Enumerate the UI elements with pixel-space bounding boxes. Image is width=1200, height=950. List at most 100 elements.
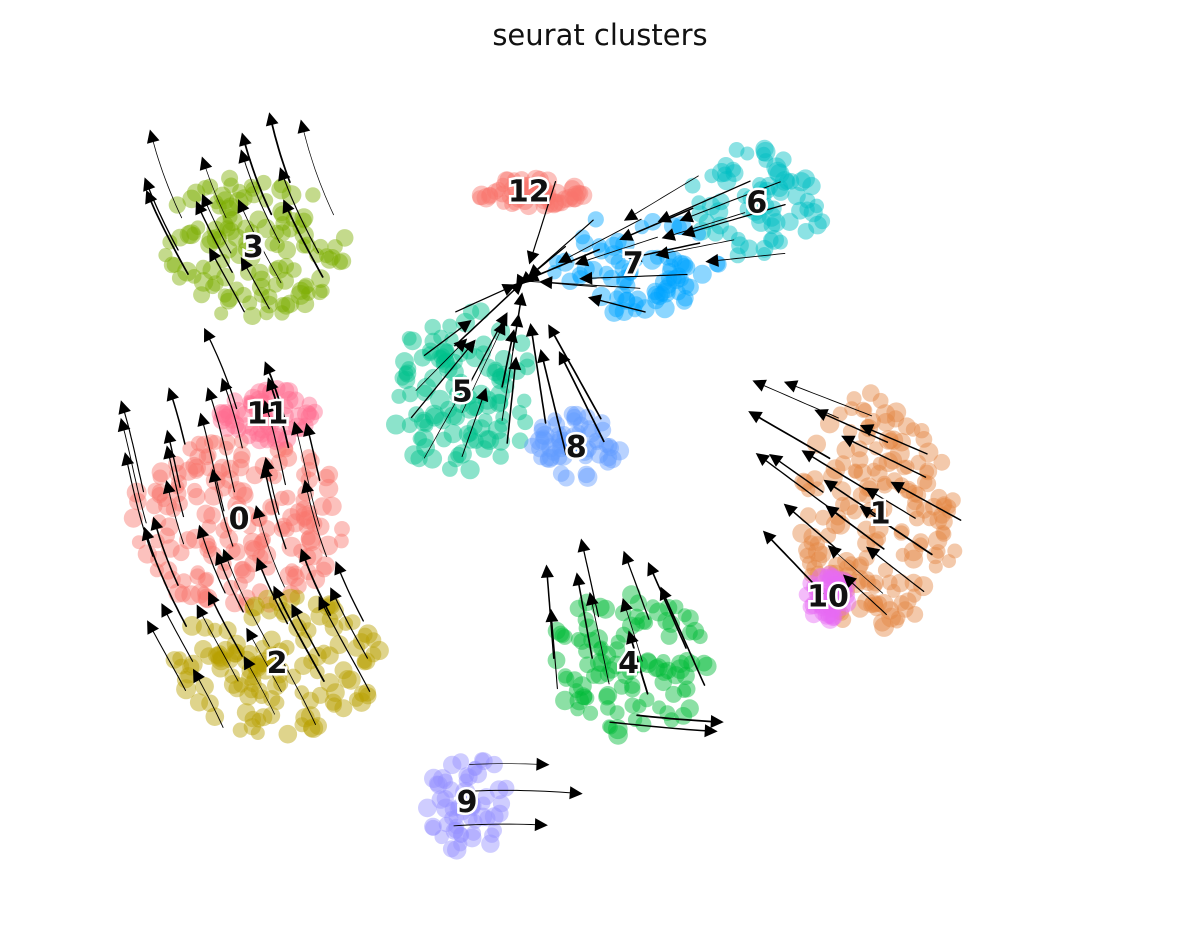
scatter-point: [548, 193, 567, 212]
velocity-streamline: [707, 252, 786, 262]
scatter-point: [205, 707, 225, 726]
scatter-point: [438, 816, 454, 833]
scatter-point: [545, 445, 562, 461]
scatter-point: [223, 674, 243, 694]
scatter-point: [158, 248, 173, 263]
scatter-point: [808, 215, 827, 235]
scatter-point: [717, 166, 733, 182]
velocity-arrowhead: [201, 193, 214, 209]
scatter-point: [711, 216, 729, 235]
scatter-point: [614, 302, 634, 321]
scatter-point: [200, 647, 218, 665]
scatter-point: [243, 609, 261, 627]
scatter-point: [311, 517, 330, 536]
scatter-point: [671, 219, 687, 235]
scatter-point: [487, 183, 504, 200]
scatter-point: [158, 527, 175, 544]
scatter-point: [851, 451, 869, 469]
velocity-arrowhead: [204, 327, 216, 343]
scatter-point: [877, 562, 894, 578]
scatter-point: [233, 576, 248, 591]
velocity-arrowhead: [278, 167, 291, 182]
velocity-arrowhead: [150, 516, 164, 531]
scatter-point: [832, 406, 848, 422]
scatter-point: [866, 462, 881, 477]
scatter-point: [232, 451, 250, 469]
scatter-point: [599, 448, 618, 467]
scatter-point: [834, 611, 852, 628]
velocity-arrowhead: [330, 587, 342, 602]
scatter-point: [243, 683, 259, 699]
velocity-streamline: [241, 134, 273, 216]
scatter-point: [338, 670, 357, 689]
scatter-point: [548, 183, 567, 203]
velocity-arrowhead: [493, 321, 506, 336]
scatter-point: [556, 190, 574, 209]
scatter-point: [452, 827, 469, 843]
scatter-point: [324, 248, 341, 266]
scatter-point: [647, 291, 665, 310]
velocity-streamline: [153, 518, 179, 586]
velocity-arrowhead: [163, 445, 176, 460]
scatter-point: [214, 405, 232, 423]
scatter-point: [239, 687, 258, 706]
scatter-point: [228, 680, 246, 698]
scatter-point: [603, 720, 618, 735]
scatter-point: [755, 239, 774, 258]
scatter-point: [511, 432, 529, 450]
scatter-point: [261, 602, 278, 620]
velocity-streamline: [202, 158, 227, 219]
velocity-streamline: [223, 551, 270, 647]
scatter-point: [297, 404, 317, 424]
scatter-point: [623, 266, 638, 281]
scatter-point: [465, 348, 485, 368]
scatter-point: [216, 640, 235, 660]
scatter-point: [822, 599, 842, 619]
scatter-point: [475, 440, 494, 458]
velocity-streamline: [204, 329, 238, 410]
velocity-arrowhead: [762, 530, 777, 545]
scatter-point: [324, 693, 342, 711]
scatter-point: [608, 641, 626, 658]
scatter-point: [236, 703, 256, 722]
scatter-point: [268, 261, 283, 277]
velocity-arrowhead: [704, 724, 718, 738]
scatter-point: [825, 570, 841, 586]
scatter-point: [160, 517, 179, 537]
scatter-point: [691, 195, 707, 211]
scatter-point: [649, 602, 668, 622]
scatter-point: [358, 624, 378, 644]
scatter-point: [176, 670, 195, 689]
scatter-point: [296, 294, 315, 314]
velocity-arrowhead: [209, 247, 221, 263]
scatter-point: [831, 597, 847, 612]
scatter-point: [778, 173, 796, 190]
scatter-point: [194, 640, 213, 659]
velocity-arrowhead: [145, 190, 158, 205]
scatter-point: [798, 541, 816, 559]
scatter-point: [189, 568, 206, 585]
velocity-streamline: [193, 670, 224, 728]
scatter-point: [846, 504, 863, 520]
velocity-streamline: [660, 588, 706, 686]
scatter-point: [763, 232, 779, 248]
scatter-point: [318, 535, 339, 556]
scatter-point: [586, 668, 602, 684]
velocity-arrowhead: [558, 251, 573, 263]
scatter-point: [820, 527, 837, 544]
scatter-point: [213, 458, 232, 477]
scatter-point: [300, 706, 321, 726]
scatter-point: [652, 700, 667, 715]
scatter-point: [254, 533, 270, 549]
velocity-arrowhead: [243, 655, 256, 671]
scatter-point: [850, 558, 868, 576]
velocity-arrowhead: [299, 548, 312, 563]
velocity-streamline: [683, 203, 786, 235]
velocity-arrowhead: [841, 435, 856, 448]
scatter-point: [563, 441, 578, 456]
scatter-point: [216, 191, 235, 210]
scatter-point: [171, 270, 188, 286]
scatter-point: [564, 177, 585, 198]
scatter-point: [279, 489, 296, 506]
scatter-point: [820, 606, 838, 624]
